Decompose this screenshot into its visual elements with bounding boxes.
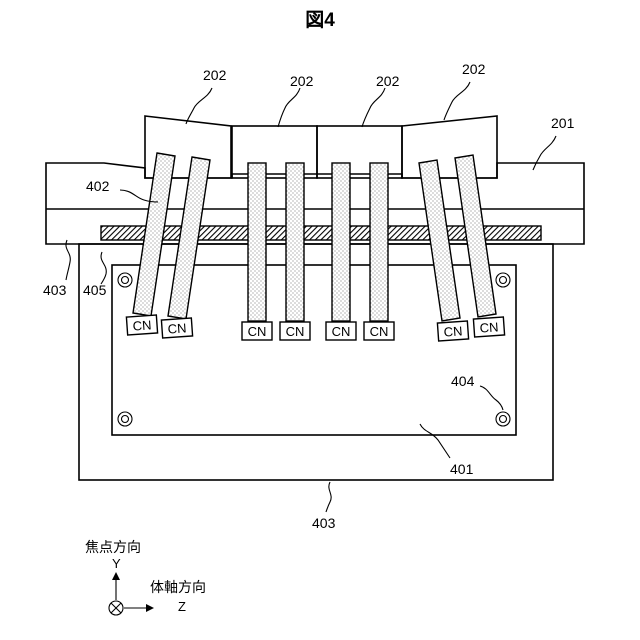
z-arrow-head-icon — [146, 604, 154, 612]
connector-4: CN — [280, 322, 310, 340]
screw-bottom-left — [118, 412, 132, 426]
flex-cable-4 — [286, 163, 304, 321]
y-axis-jp-label: 焦点方向 — [85, 539, 141, 555]
module-label-1: 202 — [203, 67, 227, 83]
y-axis-label: Y — [112, 556, 121, 571]
connector-label: CN — [479, 319, 499, 335]
connector-label: CN — [286, 324, 305, 339]
screw-top-left — [118, 273, 132, 287]
connector-label: CN — [248, 324, 267, 339]
module-label-4: 202 — [462, 61, 486, 77]
base-label: 201 — [551, 115, 575, 131]
y-arrow-head-icon — [112, 572, 120, 580]
x-axis-into-page-icon — [109, 601, 123, 615]
flex-cable-6 — [370, 163, 388, 321]
z-axis-label: Z — [178, 599, 186, 614]
flex-cable-3 — [248, 163, 266, 321]
connector-3: CN — [242, 322, 272, 340]
screw-bottom-right — [496, 412, 510, 426]
connector-label: CN — [443, 323, 463, 339]
module-right-inner — [317, 126, 402, 178]
screw-label: 404 — [451, 373, 475, 389]
frame-label-left: 403 — [43, 282, 67, 298]
connector-5: CN — [326, 322, 356, 340]
shim-label: 405 — [83, 282, 107, 298]
connector-7: CN — [437, 321, 468, 341]
figure-title: 図4 — [305, 9, 335, 31]
screw-top-right — [496, 273, 510, 287]
axis-legend: 焦点方向 Y 体軸方向 Z — [85, 539, 206, 615]
connector-1: CN — [126, 315, 157, 335]
module-label-2: 202 — [290, 73, 314, 89]
module-label-3: 202 — [376, 73, 400, 89]
connector-label: CN — [370, 324, 389, 339]
z-axis-jp-label: 体軸方向 — [150, 579, 206, 595]
connector-6: CN — [364, 322, 394, 340]
connector-8: CN — [473, 317, 504, 337]
connector-2: CN — [161, 318, 192, 338]
frame-label-bottom: 403 — [312, 515, 336, 531]
connector-label: CN — [332, 324, 351, 339]
flex-cable-5 — [332, 163, 350, 321]
connector-label: CN — [132, 317, 152, 333]
board-label: 401 — [450, 461, 474, 477]
connector-label: CN — [167, 320, 187, 336]
cable-label: 402 — [86, 178, 110, 194]
module-right-outer — [402, 116, 497, 178]
